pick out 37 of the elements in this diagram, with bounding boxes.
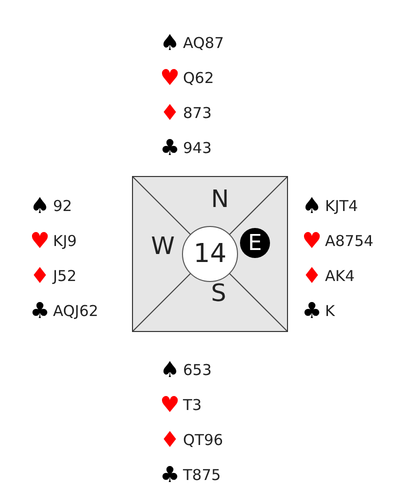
seat-letter: N (211, 187, 229, 211)
suit-symbol: ♥ (302, 230, 320, 252)
suit-symbol: ♦ (160, 430, 178, 452)
card-holding: KJT4 (325, 199, 358, 214)
card-holding: T3 (183, 398, 202, 413)
card-holding: T875 (183, 468, 221, 483)
suit-symbol: ♣ (160, 138, 178, 160)
suit-symbol: ♠ (160, 32, 178, 54)
suit-symbol: ♠ (160, 360, 178, 382)
suit-symbol: ♠ (302, 196, 320, 218)
seat-letter: S (211, 281, 226, 305)
suit-symbol: ♦ (302, 266, 320, 288)
card-holding: AK4 (325, 269, 355, 284)
card-holding: QT96 (183, 433, 224, 448)
card-holding: A8754 (325, 234, 374, 249)
suit-symbol: ♥ (160, 68, 178, 90)
suit-symbol: ♥ (160, 394, 178, 416)
card-holding: Q62 (183, 71, 214, 86)
card-holding: AQ87 (183, 36, 224, 51)
card-holding: K (325, 304, 335, 319)
suit-symbol: ♠ (30, 196, 48, 218)
suit-symbol: ♣ (30, 300, 48, 322)
suit-symbol: ♣ (302, 300, 320, 322)
dealer-marker: E (240, 228, 270, 258)
card-holding: 943 (183, 141, 212, 156)
card-holding: 653 (183, 363, 212, 378)
card-holding: 873 (183, 106, 212, 121)
suit-symbol: ♦ (30, 266, 48, 288)
suit-symbol: ♦ (160, 102, 178, 124)
suit-symbol: ♣ (160, 464, 178, 486)
card-holding: 92 (53, 199, 72, 214)
compass-box (132, 176, 288, 332)
card-holding: KJ9 (53, 234, 77, 249)
suit-symbol: ♥ (30, 230, 48, 252)
seat-letter: W (151, 234, 175, 258)
card-holding: J52 (53, 269, 77, 284)
card-holding: AQJ62 (53, 304, 98, 319)
